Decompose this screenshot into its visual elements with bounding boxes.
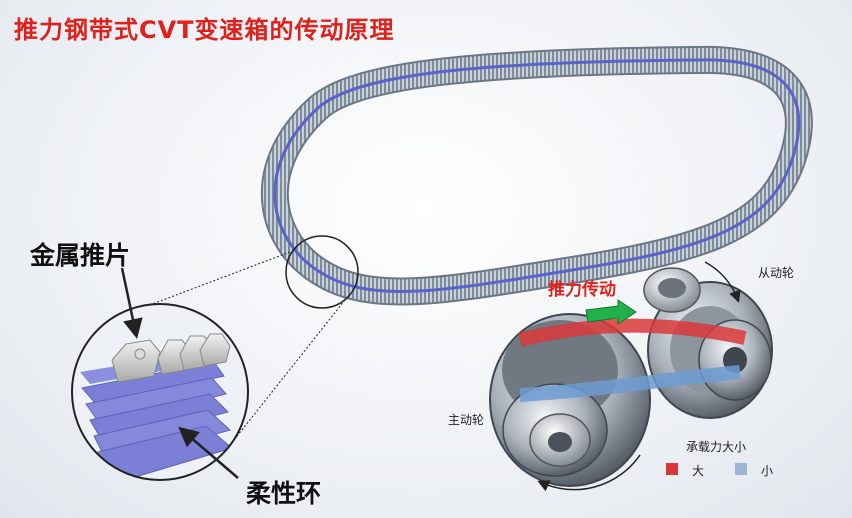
high-load-band — [518, 318, 747, 347]
driven-rotation-arrow — [704, 261, 741, 303]
zoom-detail — [71, 303, 249, 481]
legend-title: 承载力大小 — [686, 440, 747, 454]
legend-swatch-high — [666, 463, 678, 475]
flexible-ring-label: 柔性环 — [246, 479, 322, 508]
driven-pulley-label: 从动轮 — [758, 266, 795, 280]
ring-pointer-arrow — [178, 426, 239, 479]
steel-belt-loop — [260, 45, 813, 306]
metal-pusher-label: 金属推片 — [30, 241, 131, 270]
legend-label-low: 小 — [761, 464, 774, 478]
metal-pusher-stack — [111, 333, 231, 383]
flexible-ring-stack — [80, 350, 234, 480]
driven-pulley — [643, 267, 773, 419]
pusher-pointer-arrow — [120, 267, 143, 339]
magnifier-source-circle — [285, 235, 359, 309]
drive-pulley-label: 主动轮 — [448, 413, 485, 427]
legend-swatch-low — [735, 463, 747, 475]
page-title: 推力钢带式CVT变速箱的传动原理 — [14, 16, 395, 44]
drive-pulley — [489, 313, 651, 487]
low-load-band — [519, 365, 741, 402]
drive-rotation-arrow — [537, 454, 641, 492]
legend-label-high: 大 — [692, 464, 705, 478]
leader-line-bottom — [221, 299, 346, 456]
push-direction-arrow — [585, 299, 637, 325]
push-drive-label: 推力传动 — [548, 280, 616, 300]
